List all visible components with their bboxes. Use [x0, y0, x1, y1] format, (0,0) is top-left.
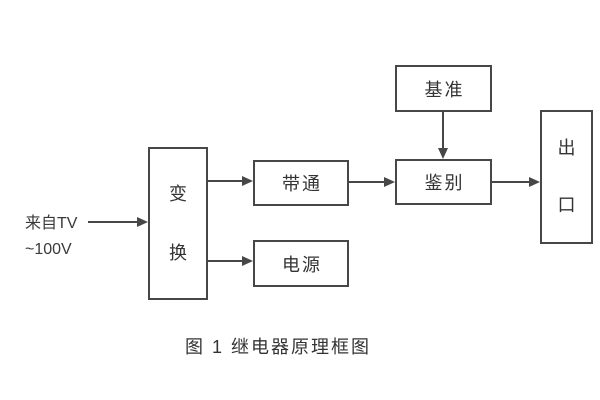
- arrow-transform-bandpass-line: [208, 180, 242, 182]
- block-output-char2: 口: [557, 195, 576, 215]
- figure-caption: 图 1 继电器原理框图: [184, 337, 371, 357]
- block-bandpass: 带通: [253, 160, 349, 206]
- arrow-bandpass-discriminator-head: [384, 177, 395, 187]
- arrow-reference-discriminator-head: [438, 148, 448, 159]
- block-transform: 变 换: [148, 147, 208, 300]
- source-label-line1: 来自TV: [25, 215, 78, 232]
- arrow-reference-discriminator-line: [442, 112, 444, 149]
- arrow-transform-power-line: [208, 260, 242, 262]
- arrow-discriminator-output-line: [492, 181, 529, 183]
- block-output: 出 口: [540, 110, 593, 244]
- arrow-transform-power-head: [242, 256, 253, 266]
- arrow-input-line: [88, 221, 137, 223]
- block-power: 电源: [253, 240, 349, 287]
- arrow-bandpass-discriminator-line: [349, 181, 384, 183]
- arrow-input-head: [137, 217, 148, 227]
- block-output-char1: 出: [557, 138, 576, 158]
- arrow-transform-bandpass-head: [242, 176, 253, 186]
- arrow-discriminator-output-head: [529, 177, 540, 187]
- block-transform-char1: 变: [169, 183, 187, 204]
- block-discriminator: 鉴别: [395, 159, 492, 205]
- block-reference: 基准: [395, 65, 492, 112]
- block-transform-char2: 换: [169, 242, 187, 263]
- source-label-line2: ~100V: [25, 241, 72, 258]
